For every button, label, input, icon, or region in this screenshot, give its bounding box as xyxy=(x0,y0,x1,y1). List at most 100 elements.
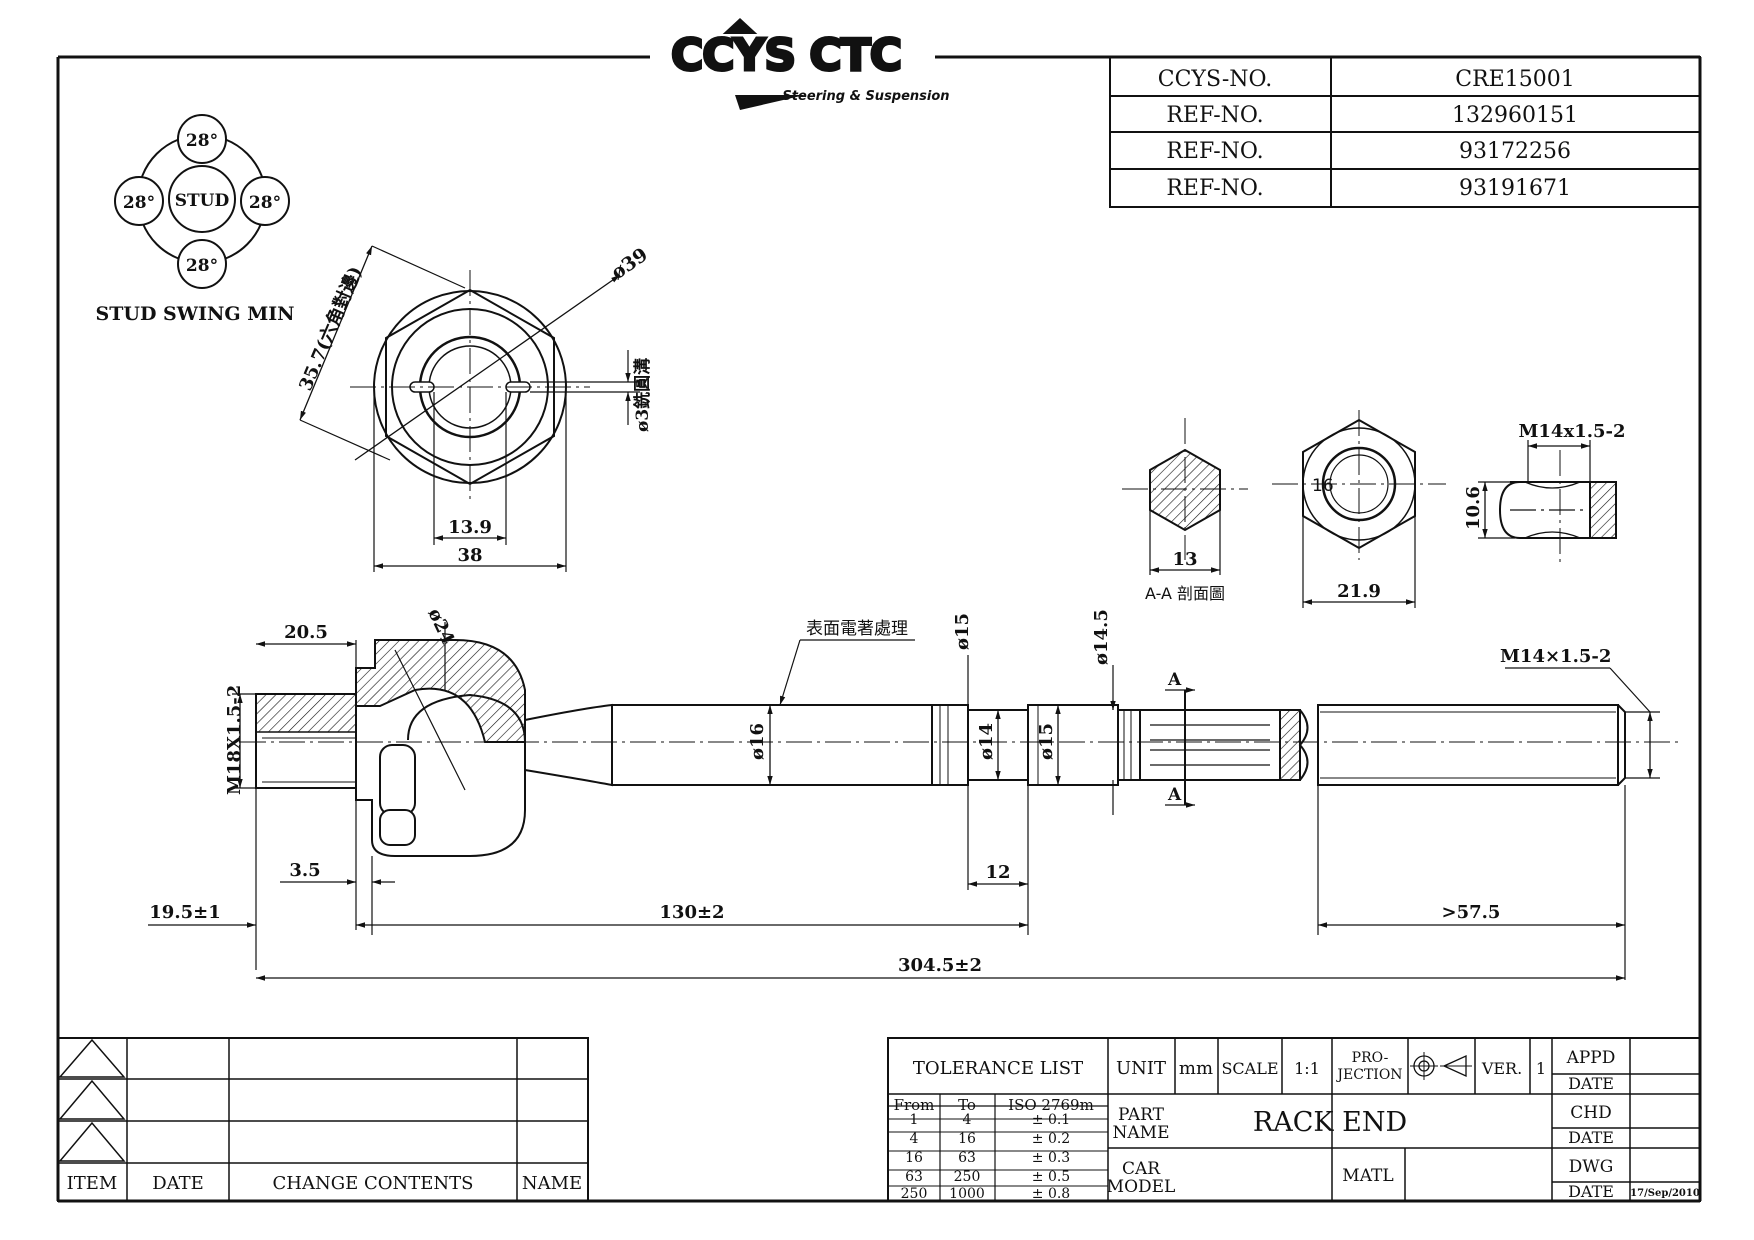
tol-cell: 1000 xyxy=(949,1186,985,1202)
stud-swing-diagram: 28° 28° 28° 28° STUD STUD SWING MIN xyxy=(96,114,295,325)
dim-13: 13 xyxy=(1172,549,1197,570)
dim-phi15-b: ø15 xyxy=(1036,723,1057,760)
hex-nut-end-view: 16 21.9 xyxy=(1272,410,1446,608)
tol-cell: 63 xyxy=(905,1169,923,1185)
dim-m14-nut: M14x1.5-2 xyxy=(1518,421,1625,442)
logo-tagline: Steering & Suspension xyxy=(782,89,949,104)
stud-swing-caption: STUD SWING MIN xyxy=(96,303,295,325)
ref-no-label: REF-NO. xyxy=(1166,103,1263,128)
tol-cell: 4 xyxy=(963,1112,972,1128)
nut-side-view: M14x1.5-2 10.6 xyxy=(1463,421,1626,565)
dim-m14-thread: M14×1.5-2 xyxy=(1500,646,1611,667)
dim-hex-across-corners: 35.7(六角對邊) xyxy=(294,263,366,394)
ccys-no-value: CRE15001 xyxy=(1455,67,1574,92)
dim-21-9: 21.9 xyxy=(1337,581,1381,602)
checked-date-label: DATE xyxy=(1568,1128,1614,1147)
ref-no-label: REF-NO. xyxy=(1166,139,1263,164)
swing-angle-top: 28° xyxy=(186,131,218,151)
tol-cell: ± 0.5 xyxy=(1032,1169,1070,1185)
section-a-mark-bottom: A xyxy=(1167,785,1182,805)
part-name-value: RACK END xyxy=(1253,1107,1407,1138)
tol-cell: ± 0.3 xyxy=(1032,1150,1070,1166)
dim-13-9: 13.9 xyxy=(448,517,492,538)
car-model-label-2: MODEL xyxy=(1107,1177,1176,1197)
tol-from-header: From xyxy=(894,1096,935,1114)
dim-phi15-a: ø15 xyxy=(952,613,973,650)
main-dimensions: 20.5 ø24 M18X1.5-2 表面電著處理 ø15 ø16 ø14 ø1… xyxy=(148,605,1660,981)
tol-iso-header: ISO 2769m xyxy=(1008,1096,1094,1114)
dim-38: 38 xyxy=(457,545,482,566)
tol-cell: ± 0.8 xyxy=(1032,1186,1070,1202)
revision-change-header: CHANGE CONTENTS xyxy=(273,1173,474,1194)
revision-table: ITEM DATE CHANGE CONTENTS NAME xyxy=(57,1037,589,1202)
tol-to-header: To xyxy=(958,1096,976,1114)
dim-phi3-slot: ø3銑圓溝 xyxy=(632,358,653,432)
drawn-date-value: 17/Sep/2010 xyxy=(1630,1188,1700,1199)
ref-no-value: 93191671 xyxy=(1459,176,1571,201)
section-a-a: 13 A-A 剖面圖 xyxy=(1122,418,1248,603)
version-label: VER. xyxy=(1481,1059,1522,1078)
swing-angle-left: 28° xyxy=(123,193,155,213)
dim-10-6: 10.6 xyxy=(1463,486,1484,530)
swing-angle-right: 28° xyxy=(249,193,281,213)
stud-label: STUD xyxy=(175,191,230,211)
projection-label-1: PRO- xyxy=(1352,1050,1389,1066)
revision-name-header: NAME xyxy=(522,1173,582,1194)
tol-cell: 250 xyxy=(954,1169,981,1185)
ccys-no-label: CCYS-NO. xyxy=(1158,67,1273,92)
dim-20-5: 20.5 xyxy=(284,622,328,643)
dim-phi16: ø16 xyxy=(747,723,768,760)
tolerance-list-title: TOLERANCE LIST xyxy=(913,1058,1083,1079)
dim-57-5: >57.5 xyxy=(1442,902,1501,923)
tol-cell: 1 xyxy=(910,1112,919,1128)
dim-304-5: 304.5±2 xyxy=(898,955,982,976)
dim-12: 12 xyxy=(985,862,1010,883)
car-model-label-1: CAR xyxy=(1122,1159,1161,1179)
ref-no-value: 132960151 xyxy=(1452,103,1578,128)
scale-label: SCALE xyxy=(1221,1059,1278,1078)
title-block: TOLERANCE LIST From To ISO 2769m 1 4 ± 0… xyxy=(887,1037,1701,1202)
approved-date-label: DATE xyxy=(1568,1074,1614,1093)
tol-cell: ± 0.2 xyxy=(1032,1131,1070,1147)
tol-cell: 4 xyxy=(910,1131,919,1147)
unit-label: UNIT xyxy=(1116,1058,1166,1079)
ref-no-value: 93172256 xyxy=(1459,139,1571,164)
parts-reference-table: CCYS-NO. CRE15001 REF-NO. 132960151 REF-… xyxy=(1109,56,1701,208)
tol-cell: ± 0.1 xyxy=(1032,1112,1070,1128)
part-name-label-1: PART xyxy=(1118,1105,1165,1125)
dim-m18-thread: M18X1.5-2 xyxy=(224,685,245,795)
unit-value: mm xyxy=(1179,1058,1213,1079)
drawn-date-label: DATE xyxy=(1568,1182,1614,1201)
checked-label: CHD xyxy=(1570,1103,1611,1123)
tol-cell: 16 xyxy=(905,1150,923,1166)
version-value: 1 xyxy=(1536,1059,1546,1078)
part-name-label-2: NAME xyxy=(1113,1123,1170,1143)
section-aa-caption: A-A 剖面圖 xyxy=(1145,584,1225,603)
approved-label: APPD xyxy=(1566,1048,1616,1068)
dim-phi14-5: ø14.5 xyxy=(1091,609,1112,665)
tol-cell: 16 xyxy=(958,1131,976,1147)
drawn-label: DWG xyxy=(1569,1157,1614,1177)
tol-cell: 250 xyxy=(901,1186,928,1202)
projection-symbol-icon xyxy=(1410,1052,1472,1080)
dim-phi39: ø39 xyxy=(607,244,652,284)
dim-19-5: 19.5±1 xyxy=(149,902,220,923)
ref-no-label: REF-NO. xyxy=(1166,176,1263,201)
revision-item-header: ITEM xyxy=(67,1173,118,1194)
swing-angle-bottom: 28° xyxy=(186,256,218,276)
logo-brand-text: CCYS CTC xyxy=(671,30,901,81)
rack-end-side-view: A A xyxy=(240,639,1680,857)
dim-16: 16 xyxy=(1312,476,1334,496)
material-label: MATL xyxy=(1342,1166,1393,1186)
dim-130: 130±2 xyxy=(659,902,724,923)
dim-phi14: ø14 xyxy=(976,723,997,760)
dim-3-5: 3.5 xyxy=(289,860,320,881)
revision-date-header: DATE xyxy=(152,1173,204,1194)
tol-cell: 63 xyxy=(958,1150,976,1166)
surface-treatment-note: 表面電著處理 xyxy=(806,619,908,639)
scale-value: 1:1 xyxy=(1294,1059,1320,1078)
end-view: ø39 35.7(六角對邊) ø3銑圓溝 13.9 38 xyxy=(294,244,653,572)
projection-label-2: JECTION xyxy=(1335,1067,1402,1083)
section-a-mark-top: A xyxy=(1167,670,1182,690)
